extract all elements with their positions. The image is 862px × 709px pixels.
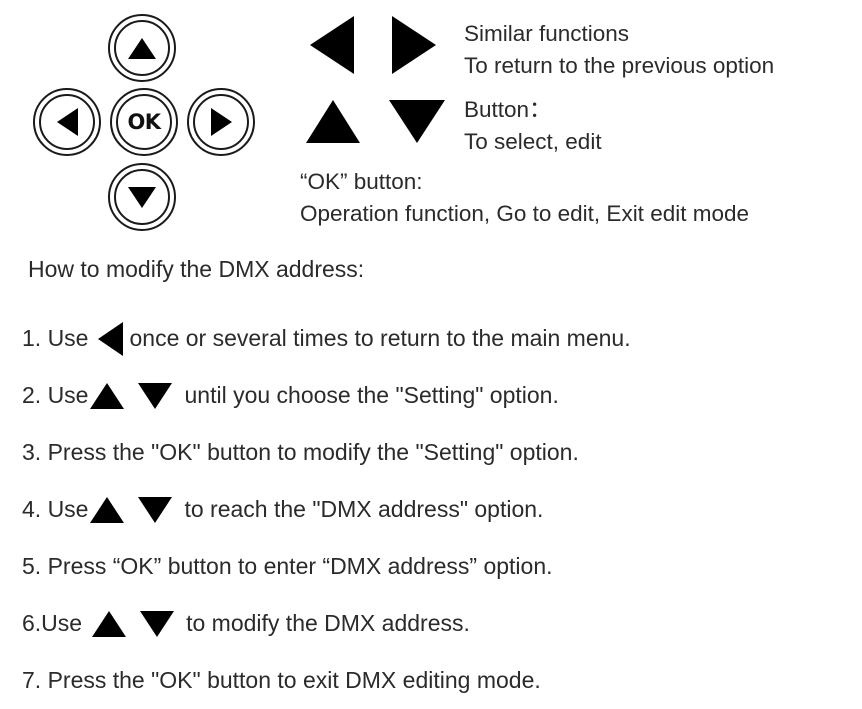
keypad-ok-label: OK (127, 109, 161, 134)
step-5-text: 5. Press “OK” button to enter “DMX addre… (22, 553, 553, 579)
triangle-up-icon (90, 382, 125, 409)
keypad-up-button[interactable] (108, 14, 176, 82)
button-inner-ring (193, 94, 249, 150)
legend-text-up-down: Button： To select, edit (464, 92, 602, 158)
legend-arrows-up-down (296, 92, 464, 143)
button-inner-ring (114, 20, 170, 76)
page-title: How to modify the DMX address: (28, 256, 365, 282)
keypad-legend: Similar functions To return to the previ… (296, 16, 856, 230)
legend-row-ok: “OK” button: Operation function, Go to e… (296, 164, 856, 230)
legend-ok-line1: “OK” button: (300, 169, 423, 194)
triangle-left-icon (56, 108, 78, 136)
legend-lr-line1: Similar functions (464, 21, 630, 46)
instruction-steps: 1. Use once or several times to return t… (22, 310, 852, 709)
legend-ok-line2: Operation function, Go to edit, Exit edi… (300, 201, 750, 226)
triangle-right-icon (392, 16, 436, 74)
instruction-step: 1. Use once or several times to return t… (22, 310, 852, 367)
step-1-lead: 1. Use (22, 325, 89, 351)
step-4-tail: to reach the "DMX address" option. (184, 496, 544, 522)
keypad-down-button[interactable] (108, 163, 176, 231)
step-6-lead: 6.Use (22, 610, 83, 636)
button-inner-ring (39, 94, 95, 150)
triangle-left-icon (310, 16, 354, 74)
keypad-right-button[interactable] (187, 88, 255, 156)
legend-text-ok: “OK” button: Operation function, Go to e… (296, 164, 749, 230)
triangle-down-icon (138, 382, 173, 409)
triangle-down-icon (138, 496, 173, 523)
step-2-tail: until you choose the "Setting" option. (184, 382, 559, 408)
step-6-tail: to modify the DMX address. (186, 610, 470, 636)
triangle-up-icon (128, 37, 156, 59)
directional-keypad: OK (28, 10, 264, 238)
step-3-text: 3. Press the "OK" button to modify the "… (22, 439, 579, 465)
legend-arrows-left-right (296, 16, 464, 74)
step-2-lead: 2. Use (22, 382, 89, 408)
triangle-up-icon (90, 496, 125, 523)
instruction-step: 4. Use to reach the "DMX address" option… (22, 481, 852, 538)
triangle-left-icon (98, 321, 124, 356)
triangle-right-icon (210, 108, 232, 136)
keypad-left-button[interactable] (33, 88, 101, 156)
instruction-step: 7. Press the "OK" button to exit DMX edi… (22, 652, 852, 709)
instruction-step: 5. Press “OK” button to enter “DMX addre… (22, 538, 852, 595)
instruction-step: 2. Use until you choose the "Setting" op… (22, 367, 852, 424)
button-inner-ring (116, 94, 172, 150)
button-inner-ring (114, 169, 170, 225)
step-1-tail: once or several times to return to the m… (129, 325, 631, 351)
legend-ud-line1: Button： (464, 97, 552, 122)
triangle-down-icon (140, 610, 175, 637)
step-7-text: 7. Press the "OK" button to exit DMX edi… (22, 667, 541, 693)
triangle-down-icon (389, 100, 445, 143)
legend-ud-line2: To select, edit (464, 129, 602, 154)
triangle-up-icon (92, 610, 127, 637)
legend-text-left-right: Similar functions To return to the previ… (464, 16, 774, 82)
instruction-step: 3. Press the "OK" button to modify the "… (22, 424, 852, 481)
keypad-ok-button[interactable]: OK (110, 88, 178, 156)
step-4-lead: 4. Use (22, 496, 89, 522)
instruction-step: 6.Use to modify the DMX address. (22, 595, 852, 652)
triangle-up-icon (306, 100, 360, 143)
legend-row-up-down: Button： To select, edit (296, 92, 856, 154)
legend-lr-line2: To return to the previous option (464, 53, 775, 78)
triangle-down-icon (128, 186, 156, 208)
legend-row-left-right: Similar functions To return to the previ… (296, 16, 856, 92)
